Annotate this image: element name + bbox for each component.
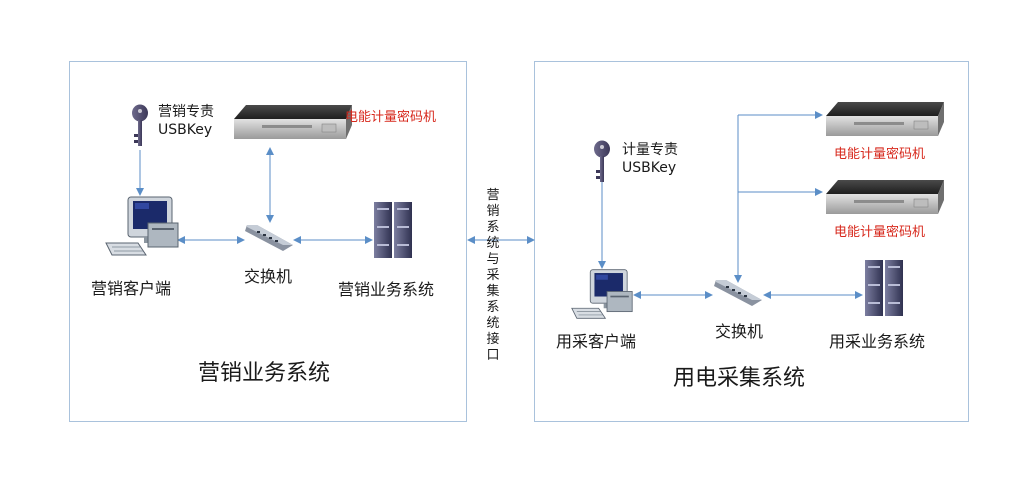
switch-icon (245, 225, 293, 251)
key-icon (132, 104, 148, 146)
system-title-right: 用电采集系统 (673, 366, 806, 391)
client-computer-icon (571, 269, 633, 319)
server-icon (865, 260, 903, 316)
crypto-machine-label-right-2: 电能计量密码机 (834, 225, 926, 240)
client-label-left: 营销客户端 (91, 279, 172, 298)
client-label-right: 用采客户端 (556, 332, 637, 351)
switch-label-left: 交换机 (244, 267, 293, 286)
usbkey-label-line1-left: 营销专责 (158, 104, 214, 120)
usbkey-label-line2-right: USBKey (622, 160, 677, 176)
server-label-left: 营销业务系统 (338, 280, 435, 299)
server-icon (374, 202, 412, 258)
crypto-machine-icon (826, 102, 944, 136)
interface-label: 营销系统与采集系统接口 (486, 188, 500, 363)
server-label-right: 用采业务系统 (829, 332, 926, 351)
key-icon (594, 140, 610, 182)
crypto-machine-icon (826, 180, 944, 214)
crypto-machine-label-right-1: 电能计量密码机 (834, 147, 926, 162)
client-computer-icon (105, 196, 179, 256)
usbkey-label-line2-left: USBKey (158, 122, 213, 138)
switch-label-right: 交换机 (715, 322, 764, 341)
marketing-system-panel (69, 61, 467, 422)
crypto-machine-label-left: 电能计量密码机 (345, 110, 437, 125)
usbkey-label-line1-right: 计量专责 (622, 142, 678, 158)
crypto-machine-icon (234, 105, 352, 139)
switch-icon (714, 280, 762, 306)
system-title-left: 营销业务系统 (198, 361, 331, 386)
